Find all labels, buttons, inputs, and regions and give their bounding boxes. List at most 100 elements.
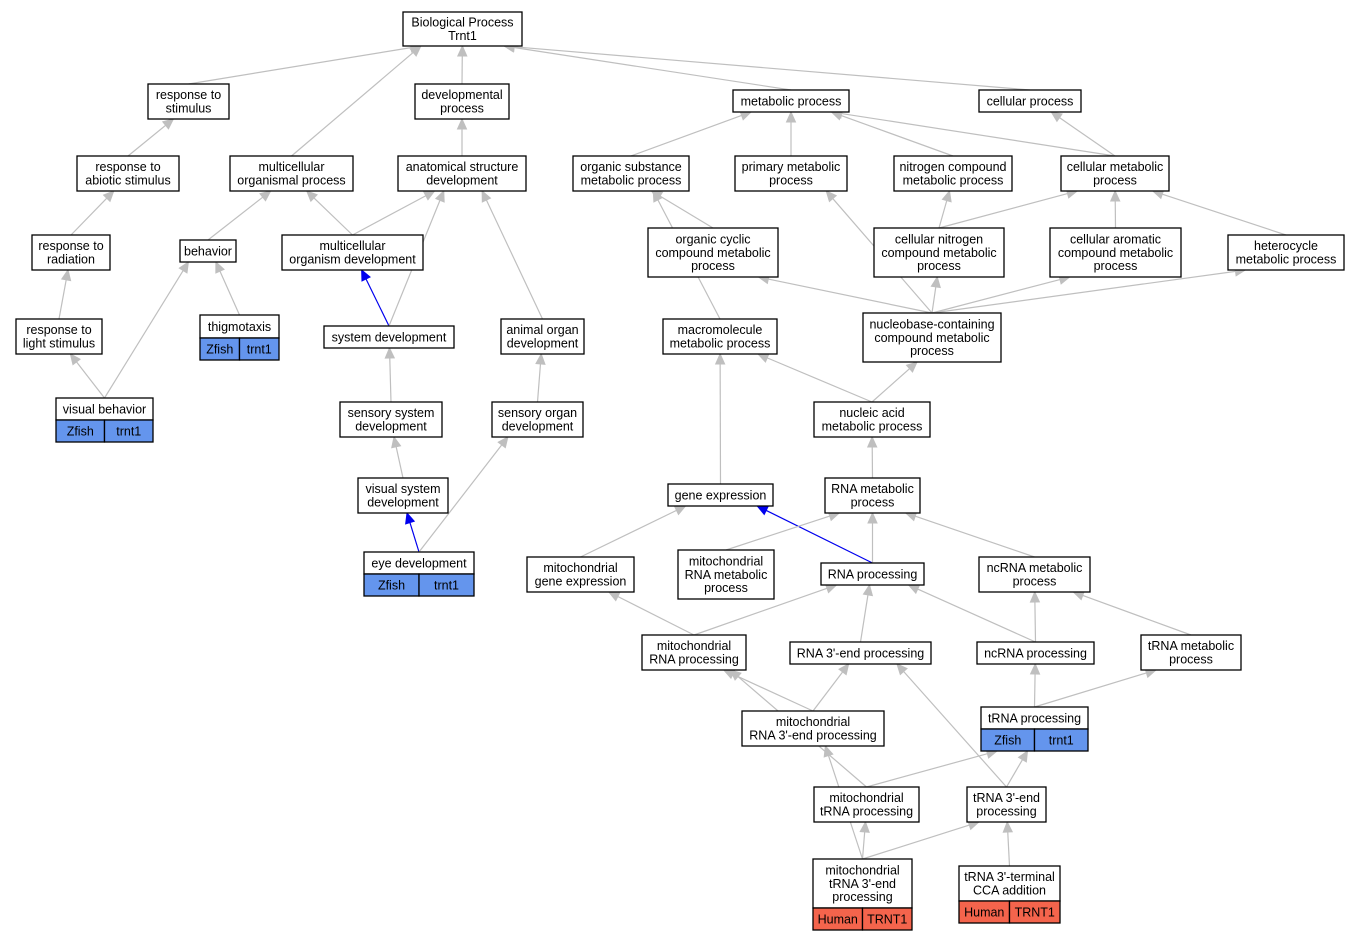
edge-arrowhead [361,268,371,282]
edge-arrowhead [862,583,874,597]
edge-vis_behav-to-behavior [103,270,184,399]
go-term-sys-dev[interactable]: system development [323,325,455,349]
go-term-label: animal organ [506,323,578,337]
go-term-label: metabolic process [741,94,842,108]
go-term-label: processing [832,890,892,904]
go-term-label: cellular process [987,94,1074,108]
go-term-box [966,786,1047,823]
go-term-rna-proc[interactable]: RNA processing [820,562,925,586]
edge-cell_nitro-to-cell_metab [938,193,1068,229]
go-term-rna3end[interactable]: RNA 3'-end processing [789,641,932,665]
go-term-metab[interactable]: metabolic process [732,89,850,113]
gene-tag-cell[interactable] [1033,728,1089,752]
go-term-label: process [769,174,813,188]
gene-tag-cell[interactable] [1008,900,1061,924]
go-term-behavior[interactable]: behavior [179,239,237,263]
edge-nucleobase-to-cell_nitro [931,286,937,314]
edge-resp_stim-to-bp [188,47,412,85]
edge-nucleobase-to-org_cyclic [768,278,933,314]
go-term-ncrna-proc[interactable]: ncRNA processing [976,641,1095,665]
edge-trna3end-to-trna_proc [1005,759,1023,788]
go-term-label: RNA metabolic [685,568,768,582]
edge-org_cyclic-to-org_sub [659,195,714,229]
go-term-box [323,325,455,349]
edge-resp_abiotic-to-resp_stim [127,124,167,157]
edge-arrowhead [391,435,402,449]
go-term-box [1227,234,1345,271]
gene-tag-cell[interactable] [238,337,280,361]
edge-arrowhead [859,820,870,833]
go-term-box [147,83,230,120]
gene-tag-label: trnt1 [1049,733,1074,747]
edge-arrowhead [1109,189,1121,202]
go-term-cell-proc[interactable]: cellular process [978,89,1082,113]
go-term-label: development [367,496,439,510]
edge-cell_nitro-to-nitro_metab [938,200,948,229]
go-term-gene-expr[interactable]: gene expression [667,483,774,507]
edge-arrowhead [896,663,908,676]
go-term-box [500,318,585,355]
edge-trna_proc-to-trna_metab [1034,672,1147,708]
go-term-box [1140,634,1242,671]
edge-rna_proc-to-gene_expr [765,509,873,564]
go-term-box [357,477,449,514]
gene-tag-cell[interactable] [861,907,913,931]
go-term-label: compound metabolic [881,246,996,260]
edge-arrowhead [607,591,621,602]
go-term-label: mitochondrial [689,554,763,568]
go-term-label: Trnt1 [448,29,477,43]
go-term-label: RNA processing [649,653,739,667]
edge-vis_behav-to-resp_light [76,361,105,399]
gene-tag-cell[interactable] [103,419,154,443]
edge-nucleobase-to-cell_arom [931,278,1061,314]
go-term-box [976,641,1095,665]
edge-cell_proc-to-bp [514,46,1031,91]
go-term-label: tRNA metabolic [1148,639,1234,653]
edge-arrowhead [905,361,918,373]
gene-tag-cell[interactable] [418,573,475,597]
edge-arrowhead [1029,662,1041,675]
go-term-label: sensory system [348,406,435,420]
edge-arrowhead [481,189,492,203]
go-term-box [978,556,1091,593]
